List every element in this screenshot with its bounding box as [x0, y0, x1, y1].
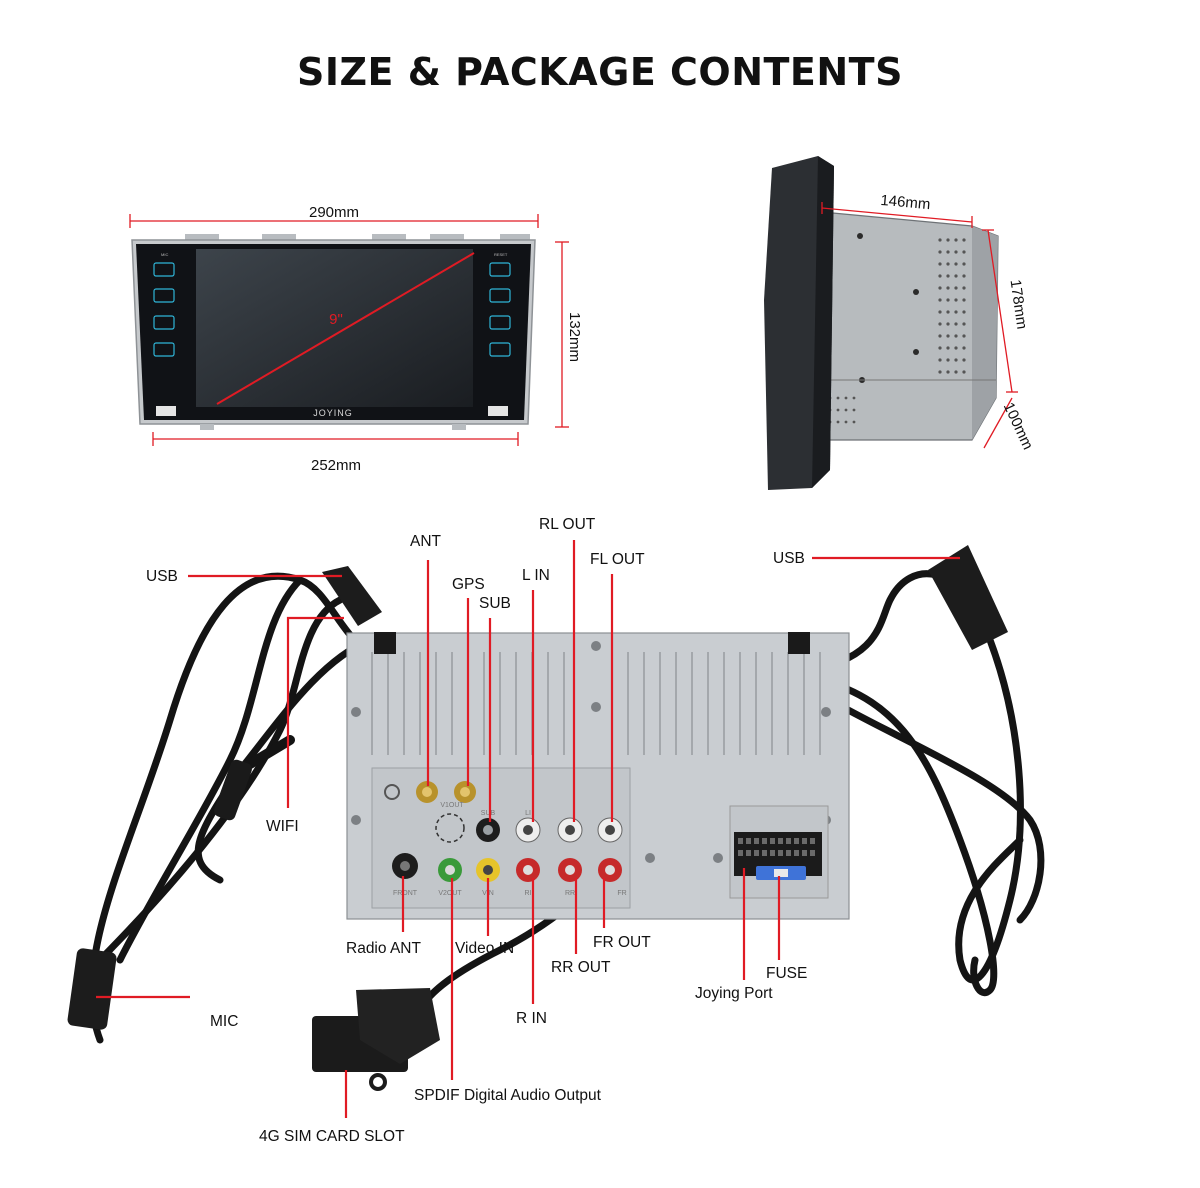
mark-front: FRONT	[393, 890, 418, 897]
l-in-port	[515, 817, 541, 843]
label-usb-right: USB	[773, 550, 805, 567]
label-fr-out: FR OUT	[593, 934, 651, 951]
side-height-label: 178mm	[1007, 278, 1031, 330]
side-width-label: 100mm	[1000, 400, 1037, 453]
usb-left-connector	[322, 566, 382, 626]
front-right-buttons	[489, 262, 511, 357]
radio-ant-port	[392, 853, 418, 879]
front-right-header: RESET	[494, 252, 508, 257]
label-mic: MIC	[210, 1013, 238, 1030]
side-unit	[764, 156, 999, 490]
label-rr-out: RR OUT	[551, 959, 611, 976]
label-sub: SUB	[479, 595, 511, 612]
mark-v1out: V1OUT	[440, 802, 464, 809]
mark-li: LI	[525, 810, 531, 817]
label-joying-port: Joying Port	[695, 985, 773, 1002]
sub-port	[476, 818, 500, 842]
r-in-port	[516, 858, 540, 882]
front-unit: MIC RESET JOYING 9"	[131, 234, 536, 430]
front-brand-logo: JOYING	[313, 408, 353, 418]
usb-right-connector	[928, 545, 1008, 650]
front-left-header: MIC	[161, 252, 168, 257]
label-rl-out: RL OUT	[539, 516, 596, 533]
mark-v2out: V2OUT	[438, 890, 462, 897]
labels: USB USB WIFI MIC ANT GPS SUB L IN RL OUT…	[146, 516, 807, 1145]
v2out-port	[438, 858, 462, 882]
label-radio-ant: Radio ANT	[346, 940, 421, 957]
back-panel: V1OUT SUB LI FRONT V2OUT VIN RI RR FR	[346, 632, 850, 920]
mic-connector	[67, 948, 117, 1030]
fr-out-port	[598, 858, 622, 882]
label-video-in: Video IN	[455, 940, 514, 957]
label-gps: GPS	[452, 576, 485, 593]
rr-out-port	[558, 858, 582, 882]
label-fuse: FUSE	[766, 965, 807, 982]
pointer-lines	[96, 540, 960, 1118]
mark-rr: RR	[565, 890, 575, 897]
label-sim-slot: 4G SIM CARD SLOT	[259, 1128, 405, 1145]
mark-sub: SUB	[481, 810, 496, 817]
label-spdif: SPDIF Digital Audio Output	[414, 1087, 602, 1104]
label-ant: ANT	[410, 533, 442, 550]
label-fl-out: FL OUT	[590, 551, 645, 568]
screen-diagonal-line	[216, 252, 475, 405]
front-width-top-label: 290mm	[309, 204, 359, 221]
label-wifi: WIFI	[266, 818, 299, 835]
mark-ri: RI	[525, 890, 532, 897]
screen-size-label: 9"	[329, 311, 343, 328]
front-height-label: 132mm	[566, 312, 583, 362]
video-in-port	[476, 858, 500, 882]
front-width-bottom-label: 252mm	[311, 457, 361, 474]
side-dimensions	[821, 202, 1018, 449]
label-l-in: L IN	[522, 567, 550, 584]
mark-fr: FR	[617, 890, 626, 897]
front-dimensions	[129, 214, 569, 446]
page-title: SIZE & PACKAGE CONTENTS	[297, 50, 903, 94]
gps-port	[454, 781, 476, 803]
label-r-in: R IN	[516, 1010, 547, 1027]
fl-out-port	[597, 817, 623, 843]
rl-out-port	[557, 817, 583, 843]
sim-slot-module	[312, 988, 440, 1091]
label-usb-left: USB	[146, 568, 178, 585]
ant-port	[416, 781, 438, 803]
front-left-buttons	[153, 262, 175, 357]
joying-port-block	[729, 805, 829, 899]
side-depth-label: 146mm	[880, 192, 931, 213]
